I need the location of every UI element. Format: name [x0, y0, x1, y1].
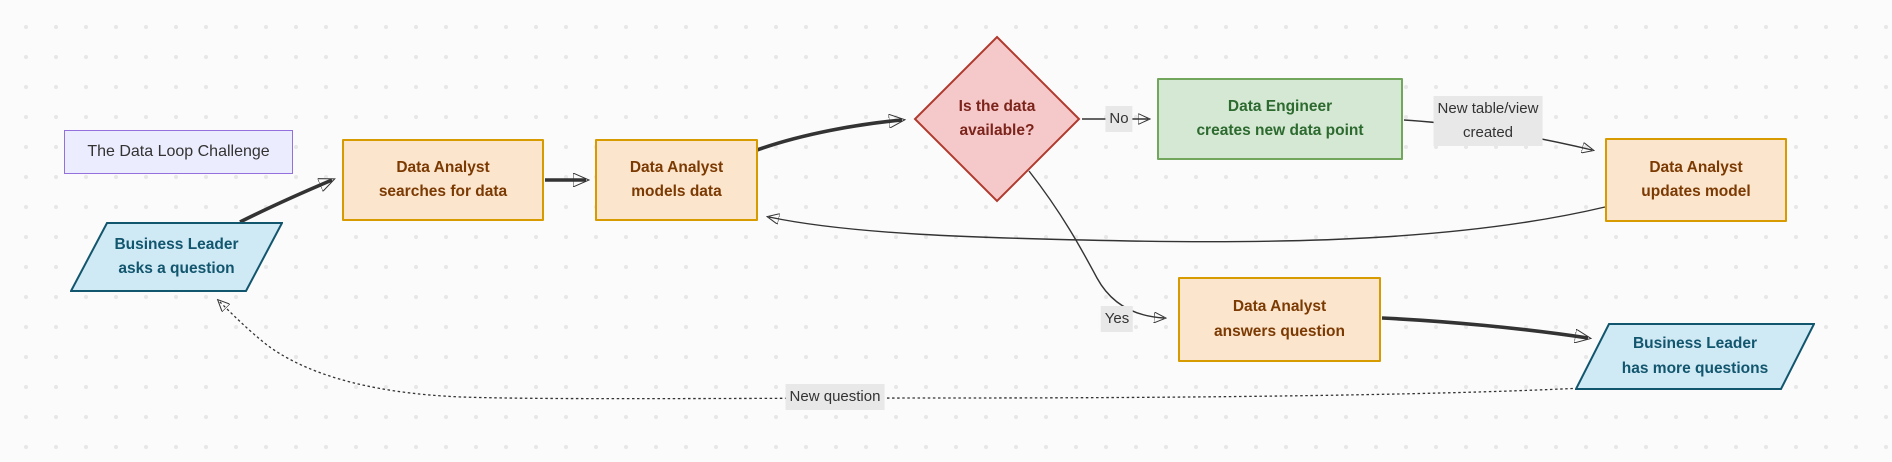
node-business-leader-asks: Business Leader asks a question — [70, 222, 283, 292]
node-diagram-title: The Data Loop Challenge — [64, 130, 293, 174]
edge-updates-to-models — [769, 206, 1606, 243]
edge-label-new-table-view: New table/view created — [1433, 96, 1543, 146]
node-label: Data Analyst updates model — [1641, 158, 1751, 200]
edge-asks-to-searches — [239, 180, 332, 224]
node-label: Business Leader has more questions — [1621, 335, 1769, 377]
diagram-title-text: The Data Loop Challenge — [87, 142, 270, 160]
node-label: Business Leader asks a question — [114, 235, 239, 277]
edge-decision-to-answers — [1028, 170, 1164, 318]
node-decision-data-available: Is the data available? — [913, 35, 1081, 203]
node-label: Is the data available? — [958, 97, 1036, 139]
node-analyst-searches: Data Analyst searches for data — [342, 139, 544, 221]
edge-models-to-decision — [756, 120, 902, 152]
node-business-leader-more: Business Leader has more questions — [1575, 323, 1815, 390]
node-label: Data Analyst searches for data — [378, 158, 508, 200]
node-analyst-models: Data Analyst models data — [595, 139, 758, 221]
node-analyst-updates: Data Analyst updates model — [1605, 138, 1787, 222]
edge-label-new-question: New question — [785, 384, 885, 410]
node-analyst-answers: Data Analyst answers question — [1178, 277, 1381, 362]
parallelogram-shape — [1575, 323, 1815, 390]
diamond-shape — [913, 35, 1081, 203]
node-label: Data Analyst answers question — [1214, 298, 1345, 340]
edge-answers-to-blmore — [1381, 316, 1588, 338]
edge-label-yes: Yes — [1100, 306, 1134, 332]
parallelogram-shape — [70, 222, 283, 292]
node-label: Data Analyst models data — [629, 158, 724, 200]
edge-blmore-to-asks — [219, 301, 1584, 400]
node-label: Data Engineer creates new data point — [1196, 97, 1364, 139]
node-engineer-creates: Data Engineer creates new data point — [1157, 78, 1403, 160]
edge-label-no: No — [1105, 106, 1133, 132]
